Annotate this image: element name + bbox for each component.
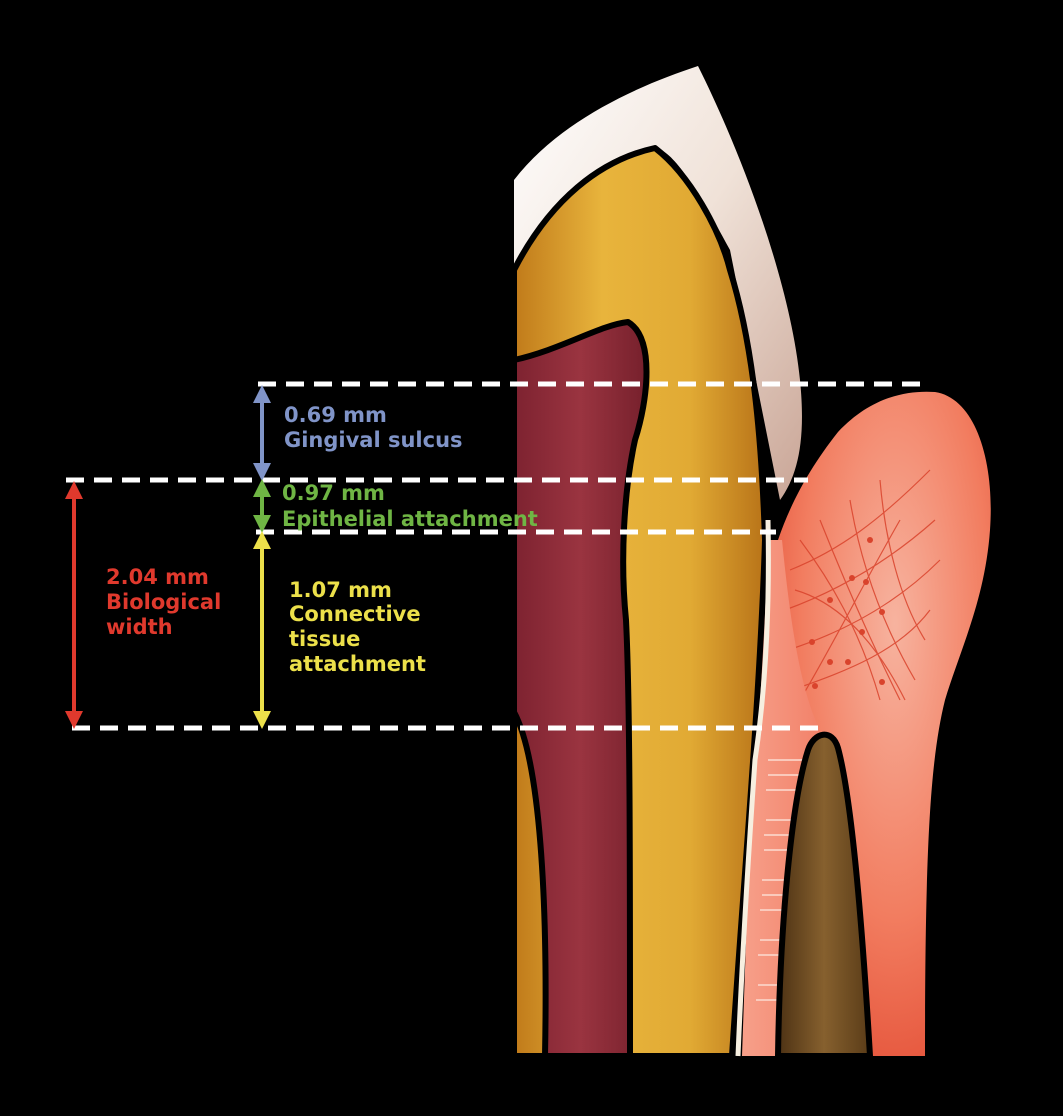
sulcus-value: 0.69 mm <box>284 403 387 427</box>
pulp-coronal <box>511 319 650 1059</box>
biological-name-line-1: Biological <box>106 590 221 614</box>
epithelial-name: Epithelial attachment <box>282 507 538 531</box>
gingival-cells <box>809 537 885 689</box>
guide-lines <box>66 381 922 731</box>
connective-value: 1.07 mm <box>289 578 392 602</box>
connective-name-line-3: attachment <box>289 652 426 676</box>
biological-label: 2.04 mm Biological width <box>106 565 229 639</box>
biological-value: 2.04 mm <box>106 565 209 589</box>
enamel <box>514 66 802 500</box>
gingival-fibers <box>784 469 941 701</box>
sulcus-label: 0.69 mm Gingival sulcus <box>284 403 463 452</box>
epithelial-value: 0.97 mm <box>282 481 385 505</box>
sulcus-name: Gingival sulcus <box>284 428 463 452</box>
biological-name-line-2: width <box>106 615 173 639</box>
connective-label: 1.07 mm Connective tissue attachment <box>289 578 428 676</box>
alveolar-bone <box>774 731 874 1059</box>
connective-name-line-1: Connective <box>289 602 421 626</box>
connective-name-line-2: tissue <box>289 627 360 651</box>
cementum-line <box>735 519 771 1057</box>
epithelial-label: 0.97 mm Epithelial attachment <box>282 481 538 531</box>
